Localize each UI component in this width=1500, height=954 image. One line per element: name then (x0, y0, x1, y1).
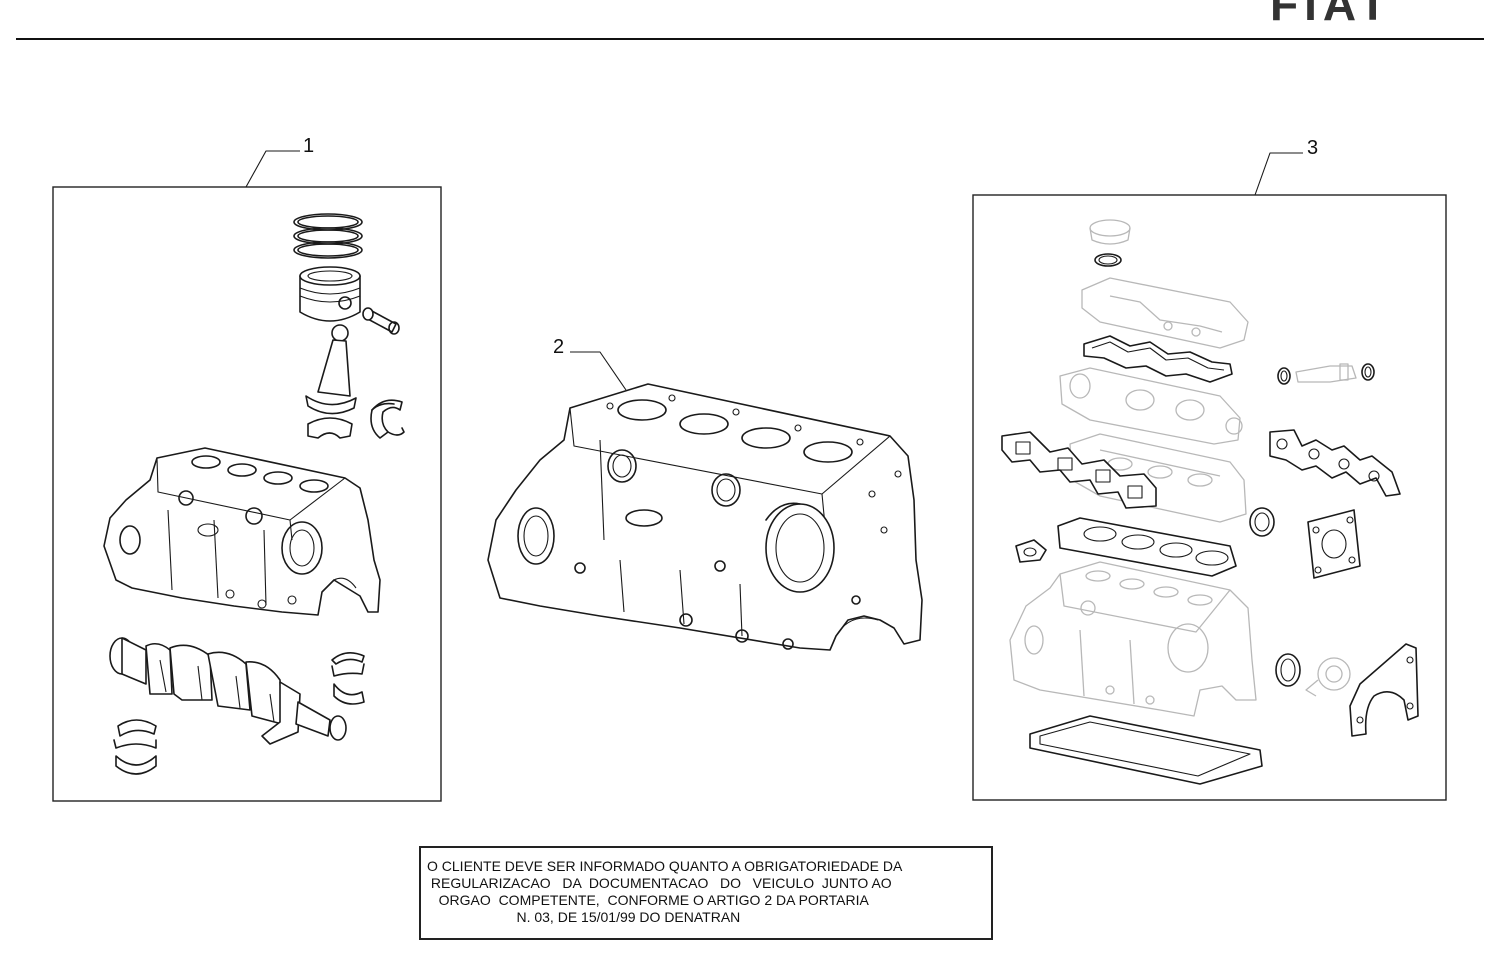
callout-3-leader (1254, 152, 1303, 196)
main-bearing-shells-icon (331, 652, 365, 705)
engine-block-icon (487, 383, 923, 651)
valve-cover-ghost-icon (1081, 277, 1249, 349)
short-block-assembly-icon (103, 213, 405, 775)
callout-1-number: 1 (303, 135, 314, 157)
rear-seal-gasket-icon (1349, 643, 1419, 737)
brand-logo: FIAT (1270, 0, 1393, 30)
piston-rings-icon (293, 213, 363, 259)
exhaust-manifold-gasket-icon (1269, 429, 1401, 497)
callout-2: 2 (553, 336, 627, 391)
piston-pin-icon (362, 307, 400, 335)
notice-line-4: N. 03, DE 15/01/99 DO DENATRAN (427, 909, 741, 925)
oil-cap-ghost-icon (1089, 219, 1131, 245)
callout-2-leader (570, 351, 627, 391)
camshaft-carrier-ghost-icon (1059, 367, 1243, 445)
piston-icon (299, 266, 361, 322)
notice-box: O CLIENTE DEVE SER INFORMADO QUANTO A OB… (419, 846, 993, 940)
engine-block-ghost-icon (1009, 561, 1257, 717)
notice-line-1: O CLIENTE DEVE SER INFORMADO QUANTO A OB… (427, 858, 903, 874)
small-flange-gasket-icon (1015, 539, 1047, 563)
head-gasket-icon (1057, 517, 1237, 577)
callout-3: 3 (1254, 137, 1318, 196)
brand-logo-text: FIAT (1270, 0, 1393, 30)
camshaft-oil-seal-icon (1249, 507, 1275, 537)
lower-bearing-shells-icon (113, 719, 157, 775)
panel-gasket-kit (972, 194, 1447, 801)
connecting-rod-icon (305, 324, 357, 439)
notice-line-2: REGULARIZACAO DA DOCUMENTACAO DO VEICULO… (427, 875, 892, 891)
intake-manifold-gasket-icon (1001, 431, 1157, 509)
crankshaft-front-seal-icon (1275, 653, 1301, 687)
injector-seals-icon (1277, 363, 1375, 385)
callout-3-number: 3 (1307, 137, 1318, 159)
panel-short-engine-kit (52, 186, 442, 802)
cylinder-head-ghost-icon (1069, 433, 1247, 523)
oil-pan-gasket-icon (1029, 715, 1263, 785)
gasket-set-icon (1001, 219, 1419, 785)
crankshaft-icon (109, 637, 347, 745)
square-flange-gasket-icon (1307, 509, 1361, 579)
water-pump-ghost-icon (1305, 657, 1351, 697)
bearing-shells-icon (370, 399, 405, 439)
callout-2-number: 2 (553, 336, 564, 358)
callout-1: 1 (245, 135, 314, 188)
cap-seal-ring-icon (1094, 253, 1122, 267)
notice-line-3: ORGAO COMPETENTE, CONFORME O ARTIGO 2 DA… (427, 892, 869, 908)
engine-block-small-icon (103, 447, 381, 616)
callout-1-leader (245, 150, 300, 188)
